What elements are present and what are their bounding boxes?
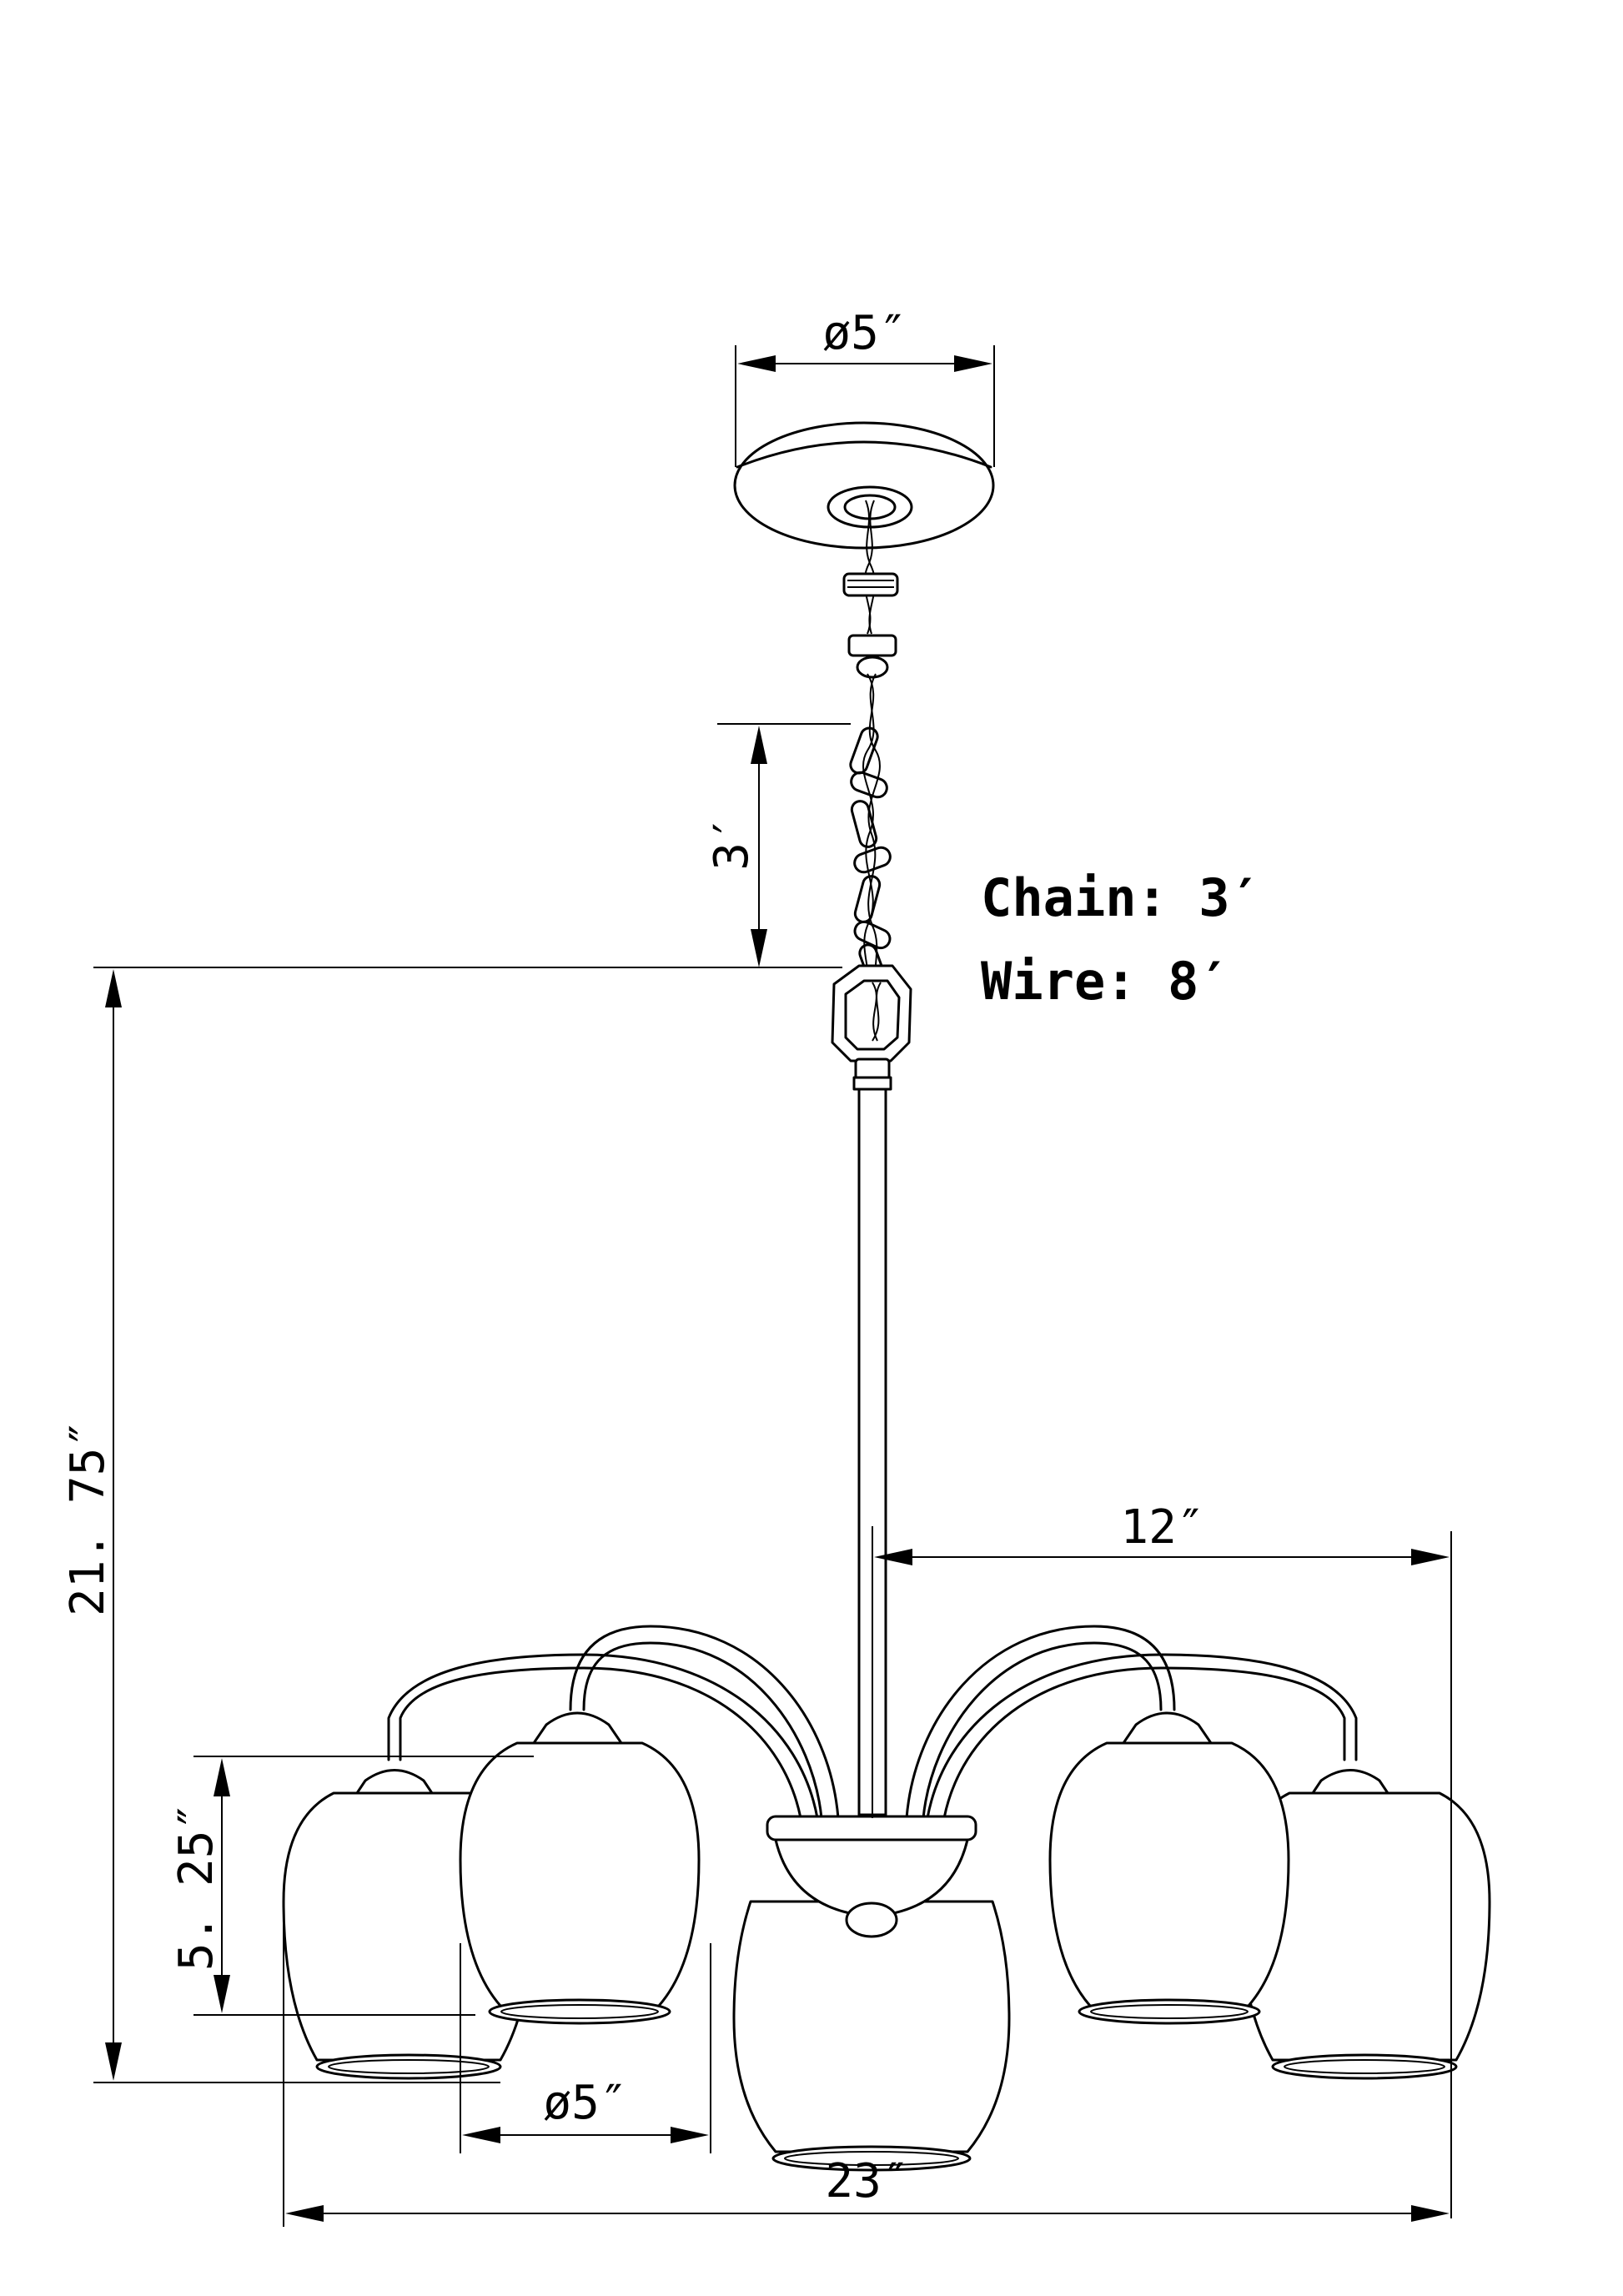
- dim-shade-height: 5. 25″: [169, 1756, 534, 2016]
- overall-width-label: 23″: [825, 2154, 909, 2208]
- dim-arm-reach: 12″: [872, 1500, 1452, 2218]
- ceiling-canopy: [733, 421, 995, 550]
- dim-canopy-diameter: ø5″: [735, 306, 995, 467]
- dim-shade-diameter: ø5″: [460, 1943, 711, 2153]
- wire-and-chain: [842, 500, 899, 1002]
- arm-reach-label: 12″: [1120, 1500, 1204, 1555]
- dim-overall-width: 23″: [283, 1910, 1450, 2227]
- shade-height-label: 5. 25″: [169, 1802, 224, 1971]
- shade-diameter-label: ø5″: [543, 2076, 627, 2130]
- chain-length-label: 3′: [705, 814, 759, 870]
- wire-note: Wire: 8′: [981, 951, 1230, 1012]
- hanging-loop: [831, 964, 912, 1081]
- center-bowl: [766, 1815, 977, 1938]
- shade-front-right: [1048, 1711, 1290, 2025]
- dim-chain-length: 3′: [705, 723, 851, 967]
- canopy-diameter-label: ø5″: [822, 306, 907, 360]
- shade-back-right: [1238, 1769, 1491, 2080]
- chain-note: Chain: 3′: [981, 867, 1261, 928]
- dim-overall-height: 21. 75″: [61, 967, 842, 2083]
- arms: [387, 1625, 1358, 1820]
- shade-center: [732, 1900, 1011, 2172]
- shade-front-left: [459, 1711, 701, 2025]
- overall-height-label: 21. 75″: [61, 1419, 115, 1616]
